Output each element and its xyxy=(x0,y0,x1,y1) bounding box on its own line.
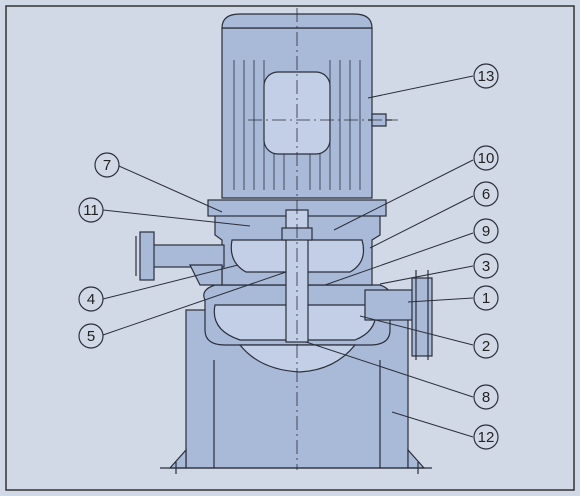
callout-7: 7 xyxy=(94,152,120,178)
callout-4: 4 xyxy=(78,286,104,312)
callout-label-3: 3 xyxy=(482,258,490,275)
discharge-flange xyxy=(411,277,433,357)
callout-label-5: 5 xyxy=(87,328,95,345)
callout-label-2: 2 xyxy=(482,338,490,355)
callout-label-12: 12 xyxy=(478,429,495,446)
callout-10: 10 xyxy=(473,145,499,171)
base-foot-left xyxy=(168,448,187,469)
base-foot-right xyxy=(407,448,426,469)
callout-label-10: 10 xyxy=(478,150,495,167)
suction-flange xyxy=(139,231,155,281)
discharge-pipe xyxy=(364,289,418,321)
callout-2: 2 xyxy=(473,333,499,359)
callout-label-4: 4 xyxy=(87,291,95,308)
callout-label-8: 8 xyxy=(482,389,490,406)
callout-5: 5 xyxy=(78,323,104,349)
callout-label-1: 1 xyxy=(482,290,490,307)
callout-1: 1 xyxy=(473,285,499,311)
callout-label-13: 13 xyxy=(478,68,495,85)
callout-label-7: 7 xyxy=(103,157,111,174)
suction-pipe xyxy=(151,244,225,268)
pump-assembly xyxy=(135,13,433,474)
callout-label-11: 11 xyxy=(83,202,99,219)
callout-3: 3 xyxy=(473,253,499,279)
callout-13: 13 xyxy=(473,63,499,89)
casing-bottom xyxy=(238,344,357,373)
callout-6: 6 xyxy=(473,181,499,207)
centerlines xyxy=(248,8,398,470)
callout-9: 9 xyxy=(473,218,499,244)
callouts: 13 10 7 6 11 9 3 4 xyxy=(78,63,499,450)
callout-11: 11 xyxy=(78,197,104,223)
frame-border xyxy=(5,5,575,491)
callout-label-9: 9 xyxy=(482,223,490,240)
callout-label-6: 6 xyxy=(482,186,490,203)
leader-lines xyxy=(102,75,474,438)
suction-elbow xyxy=(189,264,223,286)
callout-8: 8 xyxy=(473,384,499,410)
callout-12: 12 xyxy=(473,424,499,450)
